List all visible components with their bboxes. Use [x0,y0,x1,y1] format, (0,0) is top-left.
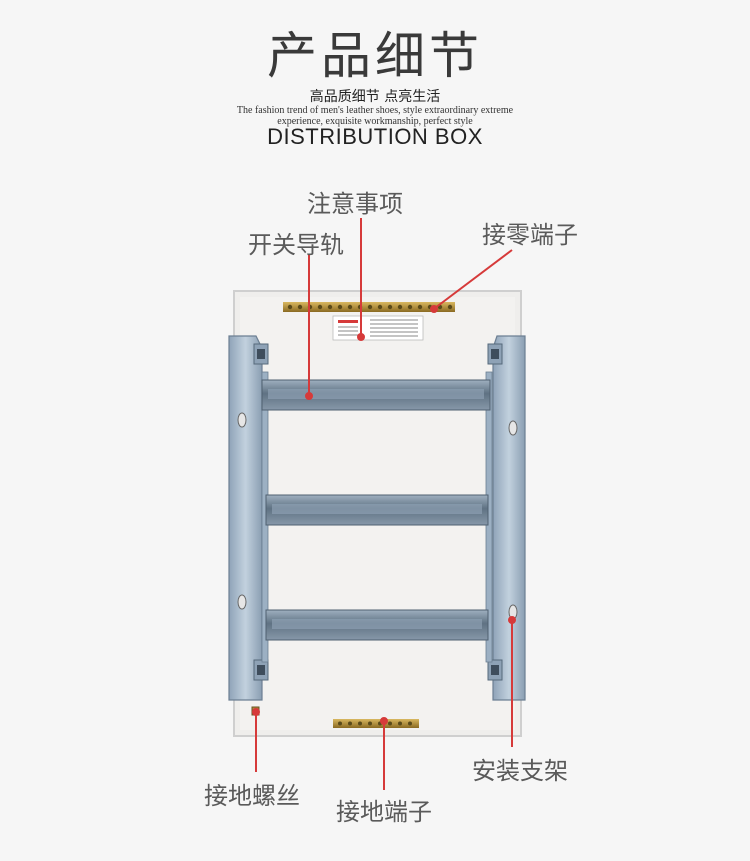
din-rail-middle [265,494,489,526]
callout-notice: 注意事项 [307,190,403,218]
description-line-2: experience, exquisite workmanship, perfe… [277,116,473,127]
right-mounting-bracket [487,335,526,701]
callout-mounting-bracket: 安装支架 [472,757,568,785]
ground-terminal-strip [333,719,419,728]
callout-switch-rail: 开关导轨 [248,231,344,259]
product-label: DISTRIBUTION BOX [267,124,483,149]
page-subtitle: 高品质细节 点亮生活 [309,89,441,105]
callout-ground-screw: 接地螺丝 [204,782,300,810]
callout-ground-terminal: 接地端子 [336,798,432,826]
din-rail-bottom [265,609,489,641]
callout-neutral-terminal: 接零端子 [482,221,578,249]
left-mounting-bracket [228,335,269,701]
din-rail-top [261,379,491,411]
description-line-1: The fashion trend of men's leather shoes… [236,105,514,116]
page-title: 产品细节 [267,27,483,85]
notice-sticker [332,315,424,341]
